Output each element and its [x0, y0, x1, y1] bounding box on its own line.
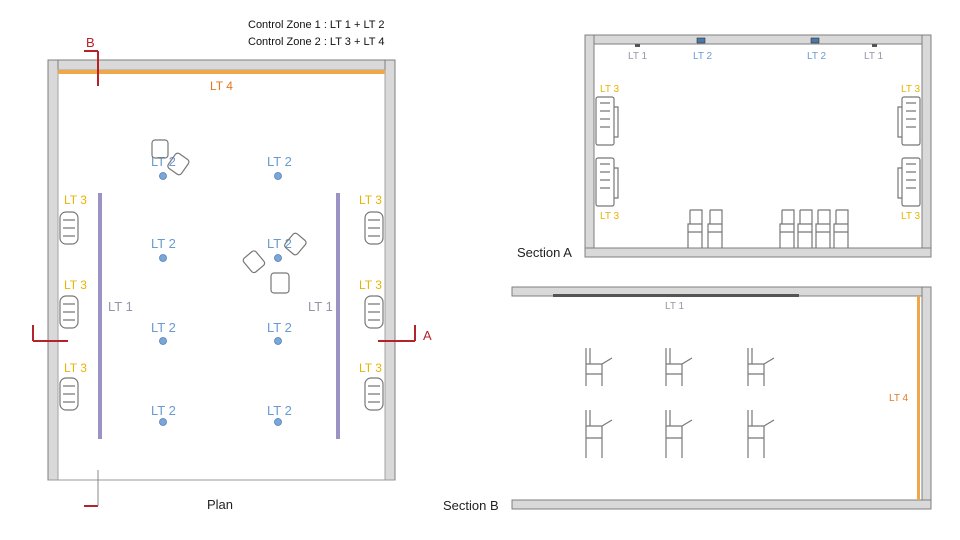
- plan-lt3-label: LT 3: [64, 193, 87, 207]
- sec-b-lt4-cove: [917, 296, 920, 500]
- plan-lt2-dot: [274, 254, 282, 262]
- plan-loose-chairs: [151, 139, 307, 294]
- plan-lt1-left: [98, 193, 102, 439]
- plan-lt1-label-left: LT 1: [108, 299, 133, 314]
- plan-lt2-label: LT 2: [151, 403, 176, 418]
- sec-a-lt3-label: LT 3: [600, 84, 620, 95]
- sec-a-lt1-fixture: [872, 44, 877, 47]
- plan-lt2-label: LT 2: [151, 154, 176, 169]
- cut-mark-a-label: A: [423, 328, 432, 343]
- sec-a-lt1-label: LT 1: [864, 51, 884, 62]
- plan-lt2-label: LT 2: [267, 236, 292, 251]
- plan-lt3-label: LT 3: [359, 193, 382, 207]
- sec-b-chairs: [585, 348, 775, 458]
- plan-drawing: LT 4 LT 1 LT 1 LT 2 LT 2 LT 2 LT 2 LT 2 …: [32, 35, 432, 512]
- sec-b-lt4-label: LT 4: [889, 393, 909, 404]
- section-a-drawing: LT 1 LT 2 LT 2 LT 1 LT 3 LT 3 LT 3 LT 3 …: [517, 34, 932, 260]
- plan-lt2-dot: [159, 254, 167, 262]
- sec-a-floor-chairs: [687, 209, 849, 248]
- plan-wall-chairs: [59, 211, 384, 411]
- plan-lt2-label: LT 2: [267, 403, 292, 418]
- legend-zone2: Control Zone 2 : LT 3 + LT 4: [248, 36, 384, 48]
- plan-lt2-label: LT 2: [151, 320, 176, 335]
- section-b-caption: Section B: [443, 498, 499, 513]
- plan-lt2-label: LT 2: [151, 236, 176, 251]
- section-a-caption: Section A: [517, 245, 572, 260]
- plan-lt4-label: LT 4: [210, 79, 233, 93]
- sec-a-lt2-label: LT 2: [693, 51, 713, 62]
- plan-wall-left: [47, 59, 59, 481]
- plan-lt2-dot: [159, 172, 167, 180]
- plan-lt1-label-right: LT 1: [308, 299, 333, 314]
- plan-lt3-label: LT 3: [64, 278, 87, 292]
- plan-lt2-label: LT 2: [267, 320, 292, 335]
- sec-a-lt1-label: LT 1: [628, 51, 648, 62]
- section-b-drawing: LT 1 LT 4 Section B: [443, 286, 932, 513]
- sec-a-lt2-fixture: [696, 37, 706, 44]
- plan-lt4-cove: [58, 70, 385, 74]
- plan-lt1-right: [336, 193, 340, 439]
- plan-lt2-dot: [274, 418, 282, 426]
- plan-wall-right: [384, 59, 396, 481]
- plan-lt3-label: LT 3: [359, 361, 382, 375]
- cut-mark-b: [84, 50, 99, 507]
- sec-a-lt2-label: LT 2: [807, 51, 827, 62]
- plan-lt2-dot: [274, 172, 282, 180]
- legend-zone1: Control Zone 1 : LT 1 + LT 2: [248, 19, 384, 31]
- plan-lt3-label: LT 3: [64, 361, 87, 375]
- sec-b-lt1-label: LT 1: [665, 301, 685, 312]
- cut-mark-a: [32, 325, 416, 342]
- plan-wall-top: [47, 59, 396, 71]
- sec-a-lt3-label: LT 3: [901, 211, 921, 222]
- plan-caption: Plan: [207, 497, 233, 512]
- plan-lt2-dot: [159, 337, 167, 345]
- sec-a-lt3-label: LT 3: [901, 84, 921, 95]
- sec-a-lt1-fixture: [635, 44, 640, 47]
- plan-lt2-dot: [159, 418, 167, 426]
- sec-a-lt2-fixture: [810, 37, 820, 44]
- plan-lt2-label: LT 2: [267, 154, 292, 169]
- sec-a-lt3-label: LT 3: [600, 211, 620, 222]
- cut-mark-b-label: B: [86, 35, 95, 50]
- sec-a-wall-chairs: [595, 96, 921, 207]
- plan-lt3-label: LT 3: [359, 278, 382, 292]
- sec-b-lt1-fixture: [553, 294, 799, 297]
- plan-lt2-dot: [274, 337, 282, 345]
